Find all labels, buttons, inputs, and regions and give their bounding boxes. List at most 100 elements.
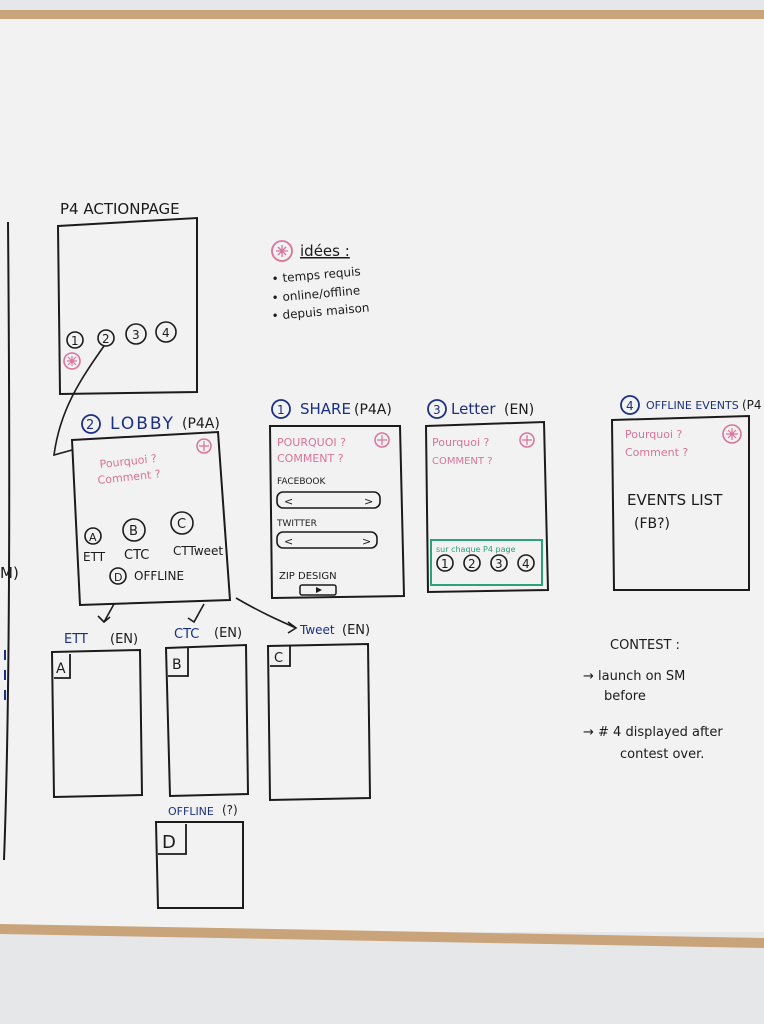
p4-actionpage-circles: 1 2 3 4 [66,321,177,349]
offline-events-sub: (FB?) [634,516,670,532]
ctc-box [164,643,250,798]
letter-circle-2: 2 [468,557,476,571]
offline-events-question-1: Pourquoi ? [625,428,683,441]
offline-events-tag: (P4 [742,398,762,412]
share-twitter-prev[interactable]: < [284,535,293,548]
asterisk-icon [519,432,535,448]
ideas-heading: idées : [300,242,350,260]
offline-letter: D [162,832,176,853]
tweet-box [266,642,372,802]
share-facebook-prev[interactable]: < [284,495,293,508]
offline-events-box [610,414,750,591]
letter-circles: 1 2 3 4 [436,554,535,572]
share-zip-button[interactable] [299,584,337,596]
lobby-box [70,430,232,607]
offline-events-list: EVENTS LIST [627,491,723,509]
letter-box [424,420,550,594]
asterisk-icon [374,432,390,448]
lobby-option-a-label: ETT [83,550,106,564]
p4-circle-4: 4 [162,326,170,340]
arrow-p4-to-lobby [53,345,105,457]
offline-events-question-2: Comment ? [625,446,688,459]
arrow-lobby-to-ett [97,603,115,624]
share-zip-label: ZIP DESIGN [279,571,337,582]
p4-actionpage-title: P4 ACTIONPAGE [60,200,180,218]
tweet-letter: C [274,651,283,666]
ett-tag: (EN) [110,632,138,647]
offline-events-title: OFFLINE EVENTS [646,399,739,412]
tweet-tag: (EN) [342,623,370,638]
p4-circle-1: 1 [71,334,79,348]
offline-tag: (?) [222,803,238,817]
p4-circle-3: 3 [132,328,140,342]
contest-line-1a: → launch on SM [583,669,685,684]
p4-actionpage-box [56,216,198,396]
contest-heading: CONTEST : [610,638,680,653]
contest-line-1b: before [604,689,646,704]
share-question-1: POURQUOI ? [277,436,346,449]
contest-line-2a: → # 4 displayed after [583,725,723,740]
ett-box [50,648,144,799]
letter-title: Letter [451,400,496,418]
asterisk-icon [271,240,293,262]
board-surface [0,14,764,932]
share-twitter-slider[interactable] [276,531,378,549]
board-frame-bottom [0,924,764,948]
offline-corner [158,824,187,855]
p4-circle-2: 2 [102,332,110,346]
letter-circle-1: 1 [441,557,449,571]
board-frame-top [0,10,764,19]
letter-question-1: Pourquoi ? [432,436,490,449]
letter-question-2: COMMENT ? [432,456,493,467]
lobby-num: 2 [86,418,94,433]
lobby-option-c-label: CTTweet [173,544,223,558]
lobby-option-d-label: OFFLINE [134,569,184,583]
share-twitter-label: TWITTER [276,519,317,529]
share-num: 1 [277,403,285,417]
ctc-corner [168,648,189,677]
arrow-lobby-to-ctc [187,603,205,624]
lobby-option-d-letter: D [114,571,122,584]
tweet-corner [270,646,291,667]
ett-corner [54,654,71,679]
lobby-options: A ETT B CTC C CTTweet D OFFLINE [83,511,223,585]
share-question-2: COMMENT ? [277,452,344,465]
lobby-option-b-label: CTC [124,548,149,563]
letter-tag: (EN) [504,402,534,418]
ett-letter: A [56,661,66,677]
letter-note-box [430,539,543,586]
lobby-option-b-letter: B [129,524,138,539]
asterisk-icon [722,424,742,444]
letter-circle-3: 3 [495,557,503,571]
letter-circle-4: 4 [522,557,530,571]
contest-line-2b: contest over. [620,747,704,762]
share-facebook-label: FACEBOOK [277,477,327,487]
asterisk-icon [63,352,81,370]
lobby-tag: (P4A) [182,416,220,432]
ett-title: ETT [64,632,88,647]
arrow-lobby-to-tweet [235,597,298,634]
lobby-question-1: Pourquoi ? [99,452,158,471]
lobby-title: LOBBY [110,414,175,434]
asterisk-icon [196,438,212,454]
offline-title: OFFLINE [168,805,214,818]
share-box [268,425,406,600]
download-icon [316,587,322,593]
ctc-letter: B [172,657,182,673]
tweet-title: Tweet [299,623,335,637]
lobby-option-c-letter: C [177,517,186,532]
left-edge-line [3,221,11,861]
left-edge-fragment: M) [0,564,19,582]
share-facebook-next[interactable]: > [364,495,373,508]
letter-num: 3 [433,403,441,417]
share-facebook-slider[interactable] [276,491,381,509]
share-twitter-next[interactable]: > [362,535,371,548]
ctc-title: CTC [174,627,199,642]
lobby-option-a-letter: A [89,531,97,544]
share-title: SHARE [300,400,351,418]
letter-note: sur chaque P4 page [436,545,516,554]
ideas-item-1: • temps requis [271,264,361,286]
offline-events-num: 4 [626,399,634,413]
ctc-tag: (EN) [214,626,242,641]
